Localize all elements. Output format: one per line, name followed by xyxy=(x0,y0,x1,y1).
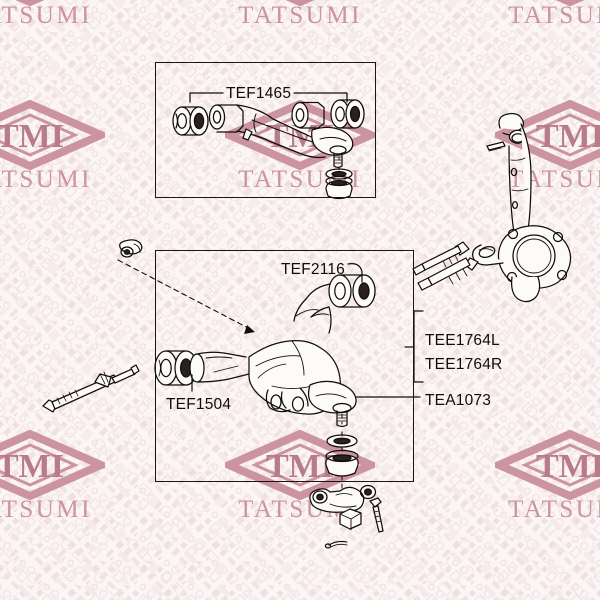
upper-control-arm-assembly xyxy=(172,99,365,200)
cam-bolt-right xyxy=(417,257,479,291)
lower-arm-balljoint-housing xyxy=(307,380,357,428)
part-label-tef1504[interactable]: TEF1504 xyxy=(166,396,232,413)
cam-bushing-left xyxy=(119,239,143,258)
lower-arm-dust-boot xyxy=(325,449,359,477)
upper-arm-dust-boot xyxy=(325,175,353,200)
lower-arm-rear-leg xyxy=(293,283,332,334)
leader-lines xyxy=(191,263,424,398)
lower-arm-detail-box xyxy=(155,250,414,482)
cotter-pin xyxy=(324,540,348,549)
through-bolt-left xyxy=(42,364,140,413)
part-label-tee1764l[interactable]: TEE1764L xyxy=(425,332,500,349)
upper-arm-outer-bushing xyxy=(330,99,365,129)
upper-arm-detail-box xyxy=(155,62,376,198)
part-label-tef1465[interactable]: TEF1465 xyxy=(226,85,292,102)
steering-knuckle xyxy=(472,112,572,303)
part-label-tef2116[interactable]: TEF2116 xyxy=(281,261,346,278)
lower-arm-front-leg xyxy=(189,351,250,383)
lower-arm-front-bushing xyxy=(154,350,198,386)
part-label-tea1073[interactable]: TEA1073 xyxy=(425,392,492,409)
balljoint-bolt xyxy=(369,497,384,533)
balljoint-nut xyxy=(339,508,362,531)
part-label-tee1764r[interactable]: TEE1764R xyxy=(425,356,503,373)
leader-bracket-tef1465 xyxy=(189,92,348,103)
upper-arm-rear-bushing xyxy=(291,101,325,129)
ball-joint-lower-fitting xyxy=(309,484,377,513)
lower-arm-rear-bushing xyxy=(328,274,376,308)
upper-arm-front-bushing xyxy=(172,106,209,136)
knuckle-clip xyxy=(486,141,506,152)
upper-arm-ball-stud-housing xyxy=(311,126,354,169)
lower-control-arm-assembly xyxy=(154,274,376,495)
upper-arm-sleeve-left xyxy=(208,104,244,133)
through-bolt-right xyxy=(412,241,470,276)
